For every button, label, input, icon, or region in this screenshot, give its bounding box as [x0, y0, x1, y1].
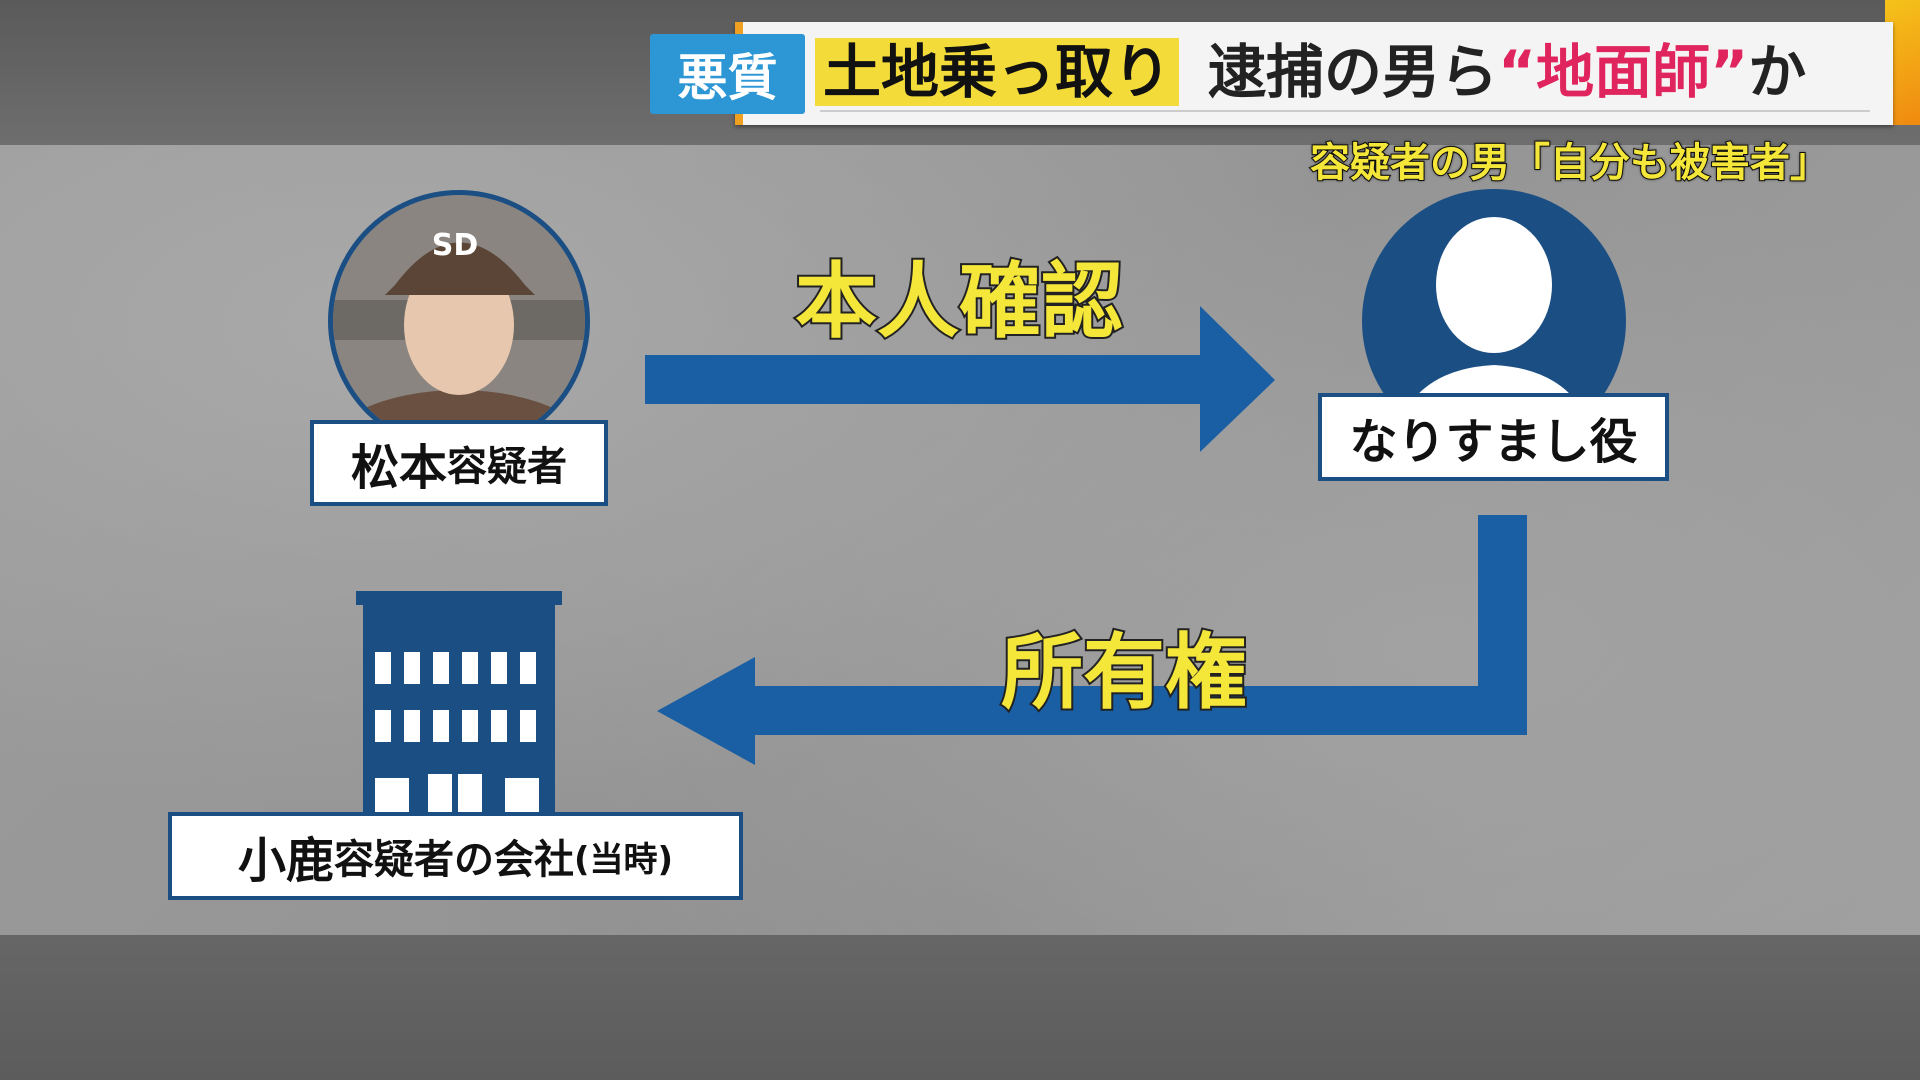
headline-end: か	[1748, 38, 1807, 106]
company-name: 小鹿	[237, 833, 334, 889]
company-building-icon	[356, 591, 562, 818]
headline-text: 逮捕の男ら“地面師”か	[1208, 38, 1806, 106]
headline-highlight: 土地乗っ取り	[815, 38, 1180, 106]
identity-check-label: 本人確認	[793, 253, 1125, 352]
headline-divider	[820, 110, 1870, 112]
subtitle: 容疑者の男「自分も被害者」	[1309, 139, 1831, 187]
impersonator-label: なりすまし役	[1318, 393, 1669, 481]
headline-quoted: 地面師	[1536, 38, 1711, 106]
company-paren: (当時)	[573, 839, 674, 880]
company-mid: 容疑者の会社	[333, 837, 574, 883]
headline-quote-close: ”	[1710, 38, 1749, 106]
suspect-suffix: 容疑者	[447, 444, 567, 490]
category-badge: 悪質	[650, 34, 805, 114]
headline-part: 逮捕の男ら	[1208, 38, 1499, 106]
bottom-band	[0, 935, 1920, 1080]
suspect-name: 松本	[350, 440, 447, 496]
arrow-to-company	[657, 515, 1527, 765]
company-label: 小鹿容疑者の会社(当時)	[168, 812, 743, 900]
ownership-label: 所有権	[999, 624, 1249, 723]
arrow-to-impersonator	[645, 306, 1275, 452]
svg-text:SD: SD	[432, 228, 479, 263]
suspect-label: 松本容疑者	[310, 420, 608, 506]
headline-quote-open: “	[1498, 38, 1537, 106]
